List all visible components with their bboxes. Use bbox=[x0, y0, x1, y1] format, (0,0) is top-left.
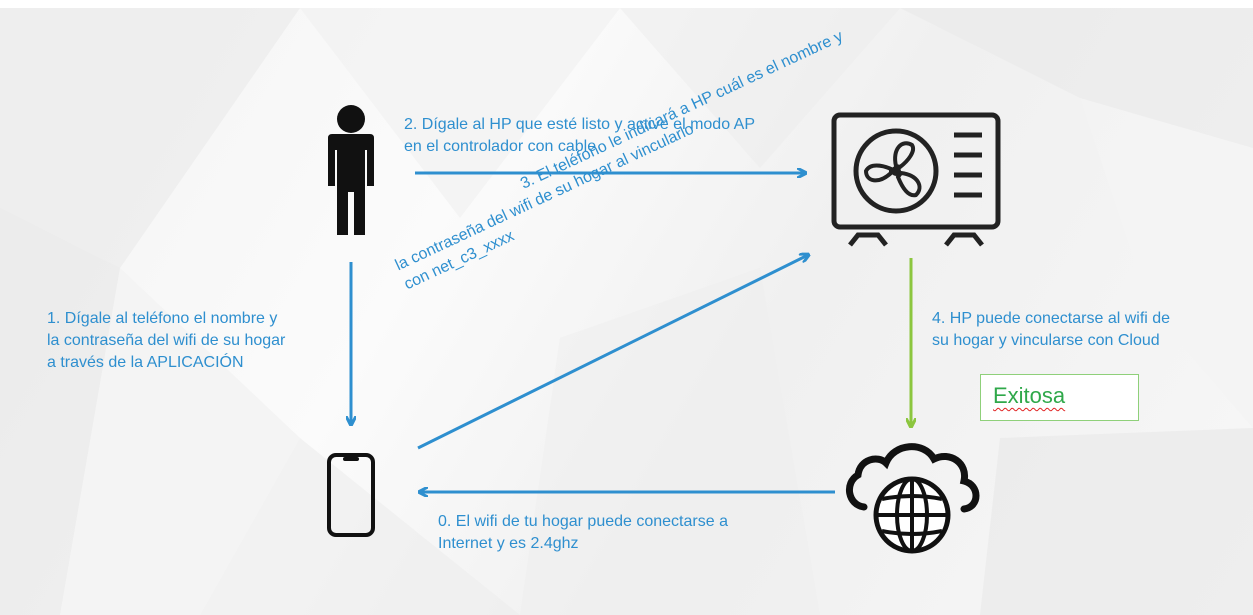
step2-line2: en el controlador con cable bbox=[404, 138, 597, 155]
step4-label: 4. HP puede conectarse al wifi de su hog… bbox=[932, 308, 1170, 352]
step1-label: 1. Dígale al teléfono el nombre y la con… bbox=[47, 308, 285, 374]
smartphone-icon bbox=[327, 453, 375, 537]
step1-line1: 1. Dígale al teléfono el nombre y bbox=[47, 310, 278, 327]
step4-line1: 4. HP puede conectarse al wifi de bbox=[932, 310, 1171, 327]
step1-line2: la contraseña del wifi de su hogar bbox=[47, 332, 286, 349]
heat-pump-icon bbox=[831, 112, 1001, 247]
person-icon bbox=[328, 105, 374, 235]
arrow-step3 bbox=[417, 255, 808, 450]
step1-line3: a través de la APLICACIÓN bbox=[47, 354, 244, 371]
step0-line1: 0. El wifi de tu hogar puede conectarse … bbox=[438, 513, 728, 530]
step0-line2: Internet y es 2.4ghz bbox=[438, 535, 579, 552]
background-polygons bbox=[0, 8, 1253, 615]
success-badge-text: Exitosa bbox=[993, 383, 1066, 408]
success-badge: Exitosa bbox=[980, 374, 1139, 421]
diagram-background bbox=[0, 8, 1253, 615]
step2-label: 2. Dígale al HP que esté listo y active … bbox=[404, 114, 755, 158]
cloud-globe-icon bbox=[846, 443, 980, 554]
step0-label: 0. El wifi de tu hogar puede conectarse … bbox=[438, 511, 728, 555]
step2-line1: 2. Dígale al HP que esté listo y active … bbox=[404, 116, 756, 133]
step4-line2: su hogar y vincularse con Cloud bbox=[932, 332, 1160, 349]
